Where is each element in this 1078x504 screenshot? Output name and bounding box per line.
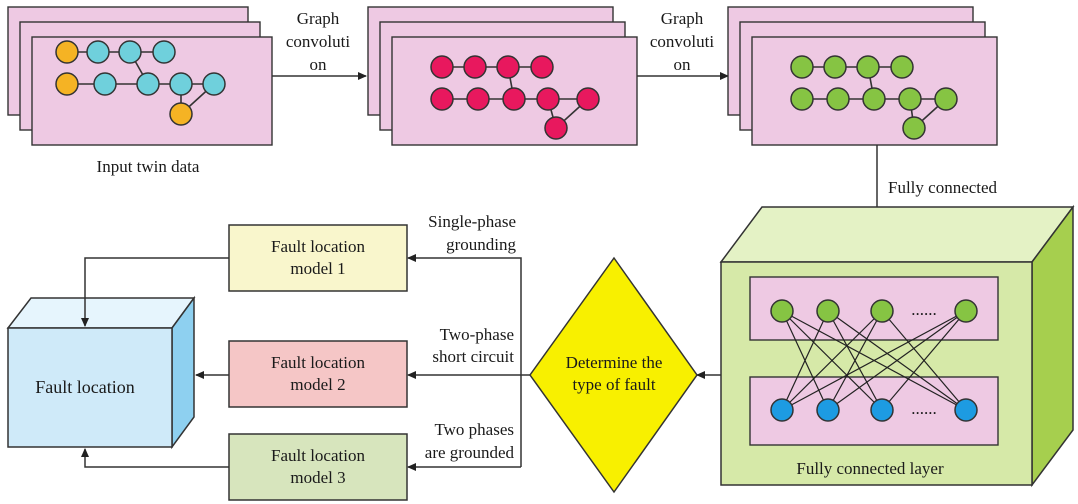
conv1-node <box>463 55 487 79</box>
input-node <box>152 40 176 64</box>
graph-conv-label-1-line3: on <box>310 55 328 74</box>
conv1-node <box>576 87 600 111</box>
input-node <box>169 102 193 126</box>
decision-line2: type of fault <box>572 375 655 394</box>
model-3-line1: Fault location <box>271 446 365 465</box>
conv2-node <box>823 55 847 79</box>
fc-top-node <box>870 299 894 323</box>
input-node <box>136 72 160 96</box>
fault-location-output-cube <box>6 295 196 450</box>
fault-location-model-3-box <box>228 433 408 501</box>
graph-conv-label-1: Graph convoluti on <box>286 9 350 74</box>
fc-connections <box>781 310 967 411</box>
fc-layer-caption: Fully connected layer <box>796 459 944 478</box>
branch-2-label-line1: Two-phase <box>440 325 514 344</box>
conv1-node <box>430 55 454 79</box>
graph-conv-label-1-line1: Graph <box>297 9 340 28</box>
conv2-node <box>902 116 926 140</box>
branch-2-label-line2: short circuit <box>432 347 514 366</box>
fc-bottom-node <box>870 398 894 422</box>
fc-top-ellipsis: ...... <box>911 300 937 319</box>
model-1-line1: Fault location <box>271 237 365 256</box>
conv1-node <box>496 55 520 79</box>
graph-conv-label-2-line1: Graph <box>661 9 704 28</box>
fc-top-node <box>816 299 840 323</box>
model-3-to-output-arrow <box>81 448 229 468</box>
graph-conv-label-2-line2: convoluti <box>650 32 714 51</box>
conv1-node <box>466 87 490 111</box>
input-node <box>202 72 226 96</box>
fault-location-model-1-box <box>228 224 408 292</box>
fc-top-nodes: ...... <box>770 299 978 323</box>
conv1-node <box>544 116 568 140</box>
output-label: Fault location <box>35 377 134 397</box>
model-2-line1: Fault location <box>271 353 365 372</box>
graph-conv-label-1-line2: convoluti <box>286 32 350 51</box>
input-node <box>86 40 110 64</box>
branch-3-label-line1: Two phases <box>434 420 514 439</box>
model-2-line2: model 2 <box>290 375 345 394</box>
fc-bottom-nodes: ...... <box>770 398 978 422</box>
conv1-node <box>536 87 560 111</box>
fault-location-model-2-box <box>228 340 408 408</box>
input-node <box>118 40 142 64</box>
conv2-node <box>890 55 914 79</box>
input-caption: Input twin data <box>97 157 200 176</box>
branch-1-label-line2: grounding <box>446 235 516 254</box>
input-graph <box>55 40 226 126</box>
input-node <box>55 72 79 96</box>
fc-bottom-node <box>816 398 840 422</box>
fc-top-node <box>954 299 978 323</box>
input-node <box>169 72 193 96</box>
decision-line1: Determine the <box>566 353 663 372</box>
fc-bottom-ellipsis: ...... <box>911 399 937 418</box>
model-1-to-output-arrow <box>81 257 229 327</box>
conv2-node <box>934 87 958 111</box>
fc-layer-cube <box>719 204 1075 488</box>
conv1-node <box>530 55 554 79</box>
input-node <box>55 40 79 64</box>
conv1-node <box>430 87 454 111</box>
model-3-line2: model 3 <box>290 468 345 487</box>
branch-1-label-line1: Single-phase <box>428 212 516 231</box>
conv2-node <box>898 87 922 111</box>
conv2-graph <box>790 55 958 140</box>
branch-trunk <box>407 254 530 376</box>
graph-conv-label-2-line3: on <box>674 55 692 74</box>
fc-bottom-node <box>954 398 978 422</box>
conv2-node <box>790 55 814 79</box>
graph-conv-label-2: Graph convoluti on <box>650 9 714 74</box>
conv1-graph <box>430 55 600 140</box>
conv1-node <box>502 87 526 111</box>
fully-connected-label: Fully connected <box>888 178 998 197</box>
conv2-node <box>790 87 814 111</box>
model-1-line2: model 1 <box>290 259 345 278</box>
conv2-node <box>826 87 850 111</box>
conv2-node <box>862 87 886 111</box>
branch-3-label-line2: are grounded <box>425 443 515 462</box>
conv2-node <box>856 55 880 79</box>
fc-top-node <box>770 299 794 323</box>
input-node <box>93 72 117 96</box>
fc-bottom-node <box>770 398 794 422</box>
decision-diamond <box>529 256 698 494</box>
